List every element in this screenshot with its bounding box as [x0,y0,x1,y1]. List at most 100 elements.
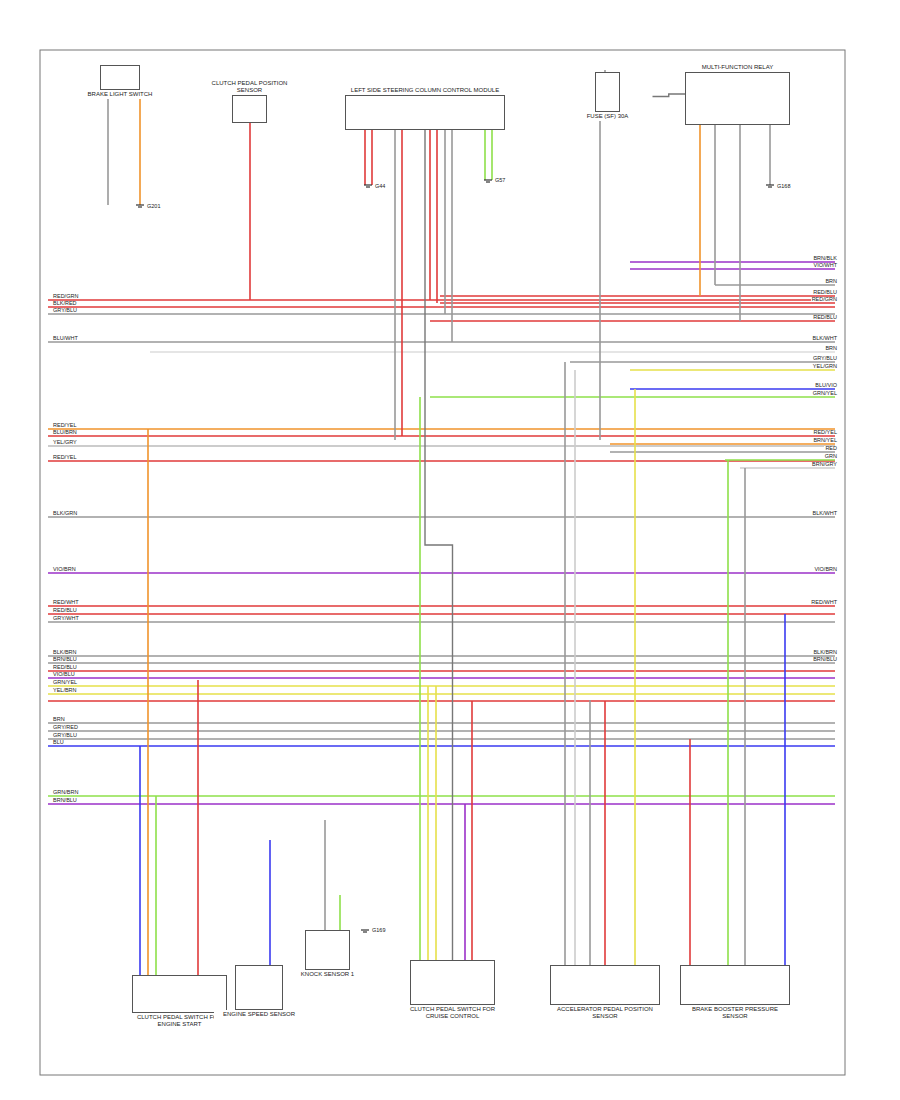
component-label: KNOCK SENSOR 1 [283,970,373,979]
wire [634,389,636,965]
wire [444,130,446,314]
wire [48,621,835,623]
wire [630,268,835,270]
component-label: FUSE (SF) 30A [563,112,653,121]
component-label: CLUTCH PEDAL SWITCH FOR ENGINE START [132,1013,227,1029]
wire [715,284,835,286]
ground-symbol [766,184,774,185]
wire-color-code: BLU [52,740,65,746]
wire [48,299,835,301]
wire [48,677,835,679]
wire [48,745,835,747]
wire-color-code: GRN/BRN [52,790,79,796]
wire [436,130,438,303]
wire [574,370,576,965]
wire-color-code: BRN/YEL [812,438,838,444]
wire-color-code: BRN [824,279,838,285]
wire-color-code: BLU/VIO [814,383,838,389]
wire [427,686,429,960]
wire [48,460,835,462]
wire-color-code: GRY/BLU [52,733,78,739]
wire [48,685,835,687]
wire [589,700,591,965]
wire [48,516,835,518]
wire [48,572,835,574]
wire [784,614,786,965]
wire-color-code: RED/YEL [52,455,78,461]
wire [419,397,421,960]
wire [48,662,835,664]
component-outline [595,72,620,112]
wire-color-code: RED/BLU [52,608,78,614]
wire [48,670,835,672]
wire-color-code: GRY/RED [52,725,79,731]
wire [570,361,835,363]
ground-label: G44 [374,184,386,190]
wire [197,680,199,975]
wire [107,95,109,205]
wire [48,795,835,797]
wire [464,804,466,960]
wire [714,125,716,285]
wire [48,803,835,805]
wire [364,130,366,185]
wire [139,746,141,975]
wire [147,429,149,975]
component-box: CLUTCH PEDAL SWITCH FOR CRUISE CONTROL [408,960,498,1021]
wire [48,655,835,657]
wire [48,738,835,740]
wire [371,130,373,185]
wire [599,115,601,440]
ground-symbol [366,186,370,187]
wire [769,125,771,185]
component-box: BRAKE BOOSTER PRESSURE SENSOR [680,965,790,1021]
wire-color-code: VIO/WHT [812,263,838,269]
component-label: BRAKE BOOSTER PRESSURE SENSOR [680,1005,790,1021]
component-label: ENGINE SPEED SENSOR [214,1010,304,1019]
wire-color-code: RED/GRN [811,297,838,303]
wire [630,369,835,371]
wire [48,693,835,695]
component-box: MULTI-FUNCTION RELAY [685,63,790,125]
ground-label: G169 [371,928,386,934]
wire-color-code: GRY/BLU [812,356,838,362]
wire [48,445,835,447]
wire-color-code: RED/BLU [52,665,78,671]
wire [630,388,835,390]
component-box: FUSE (SF) 30A [563,72,653,121]
wire [630,261,835,263]
wire [150,351,835,353]
wire [429,130,431,300]
component-label: CLUTCH PEDAL SWITCH FOR CRUISE CONTROL [408,1005,498,1021]
wire-color-code: BRN/BLK [812,256,838,262]
wire [48,730,835,732]
wire-color-code: GRY/BLU [52,308,78,314]
wire-color-code: BLK/BRN [52,650,78,656]
component-outline [100,65,140,90]
wire [491,130,493,180]
wire-color-code: RED/WHT [52,600,80,606]
ground-symbol [484,179,492,180]
wire-color-code: BLK/WHT [812,511,838,517]
component-box: LEFT SIDE STEERING COLUMN CONTROL MODULE [345,86,505,130]
wire [435,686,437,960]
wire-color-code: VIO/BRN [52,567,77,573]
ground-symbol [486,181,490,182]
component-label: ACCELERATOR PEDAL POSITION SENSOR [550,1005,660,1021]
wire-color-code: BRN/BLU [52,798,78,804]
wire [155,796,157,975]
wire-color-code: GRN [824,454,838,460]
component-outline [345,95,505,130]
wire [689,739,691,965]
ground-symbol [768,186,772,187]
wire [48,341,835,343]
wire-color-code: BLK/RED [52,301,78,307]
wire-color-code: BLU/WHT [52,336,79,342]
wire-color-code: RED/YEL [52,423,78,429]
wire-connector [425,130,453,960]
wire-color-code: RED/BLU [812,315,838,321]
wire [430,396,835,398]
component-box: ACCELERATOR PEDAL POSITION SENSOR [550,965,660,1021]
